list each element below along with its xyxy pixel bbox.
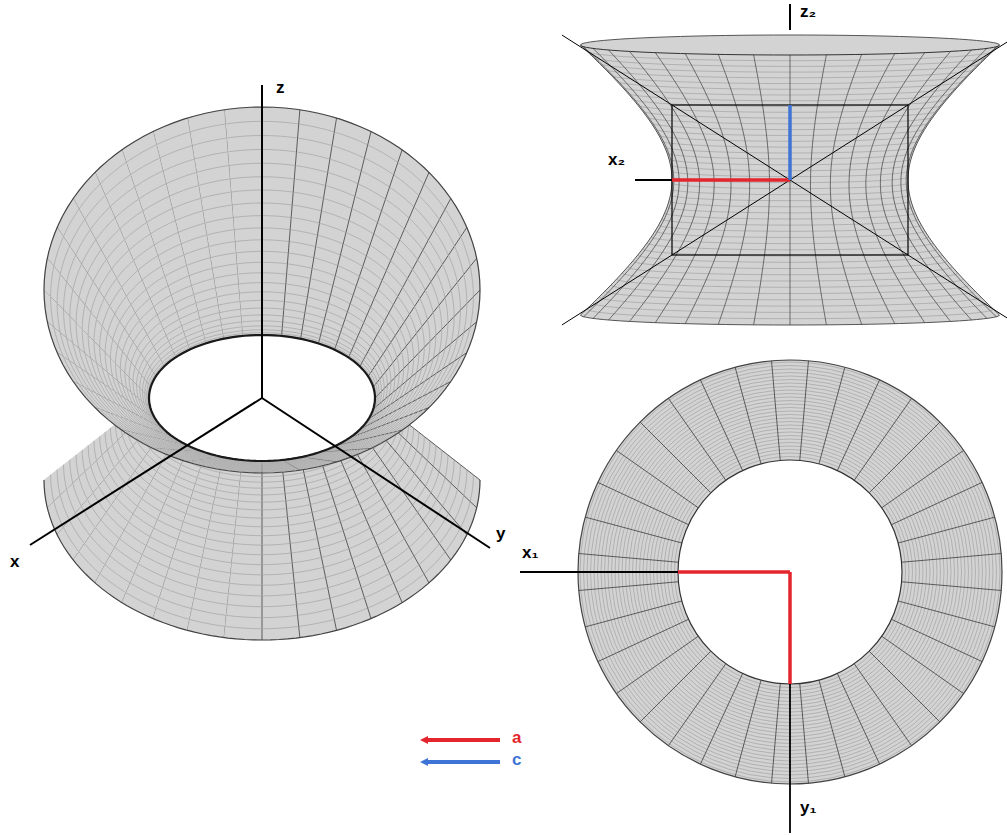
surface-patch (238, 283, 262, 294)
lq (262, 563, 293, 575)
uq (233, 216, 262, 230)
uq (234, 228, 262, 242)
lq (226, 604, 262, 617)
surface-patch (237, 262, 262, 274)
uq (262, 283, 286, 294)
uq (235, 240, 262, 253)
lq (230, 573, 262, 585)
surface-patch (239, 292, 262, 302)
uq (236, 251, 262, 264)
uq (238, 283, 262, 294)
uq (262, 203, 292, 218)
uq (262, 177, 294, 192)
uq (240, 300, 262, 309)
uq (237, 273, 262, 284)
meridian-line (283, 476, 284, 481)
surface-patch (262, 240, 289, 253)
lq (229, 583, 262, 596)
lq (228, 594, 262, 607)
lq (262, 517, 288, 527)
uq (225, 121, 262, 138)
lq (262, 594, 296, 607)
uq (262, 240, 289, 253)
uq (226, 136, 262, 152)
uq (228, 149, 262, 165)
uq (262, 163, 295, 179)
uq (262, 273, 287, 284)
uq (262, 300, 284, 309)
lq (233, 543, 262, 554)
lq (262, 525, 289, 536)
uq (262, 262, 287, 274)
surface-patch (262, 190, 293, 205)
uq (262, 136, 298, 152)
lower-sheet (44, 398, 480, 640)
uq (240, 308, 262, 316)
surface-patch (262, 203, 292, 218)
surface-patch (262, 283, 286, 294)
lq (238, 494, 262, 502)
uq (232, 203, 262, 218)
surface-patch (232, 203, 262, 218)
lq (262, 509, 287, 519)
lq (262, 534, 290, 545)
surface-patch (262, 273, 287, 284)
uq (262, 228, 290, 242)
lq (262, 501, 287, 510)
uq (231, 190, 262, 205)
uq (262, 292, 285, 302)
uq (239, 292, 262, 302)
surface-patch (262, 251, 288, 264)
uq (262, 308, 284, 316)
uq (262, 149, 296, 165)
hyperboloid-3d-view (30, 85, 490, 640)
surface-patch (262, 292, 285, 302)
lq (262, 543, 291, 554)
lq (262, 604, 298, 617)
lq (262, 553, 292, 565)
uq (229, 163, 262, 179)
surface-patch (262, 262, 287, 274)
surface-patch (262, 228, 290, 242)
uq (237, 262, 262, 274)
lq (231, 563, 262, 575)
lq (262, 573, 294, 585)
lq (237, 501, 262, 510)
lq (232, 553, 262, 565)
lq (235, 525, 262, 536)
surface-patch (237, 273, 262, 284)
uq (230, 177, 262, 192)
lq (234, 534, 262, 545)
lq (262, 583, 295, 596)
surface-patch (262, 216, 291, 230)
lq (262, 494, 286, 502)
surface-patch (230, 177, 262, 192)
uq (262, 216, 291, 230)
surface-patch (236, 251, 262, 264)
uq (262, 121, 299, 138)
surface-patch (234, 228, 262, 242)
surface-patch (262, 177, 294, 192)
surface-patch (235, 240, 262, 253)
uq (262, 251, 288, 264)
meridian-line (283, 309, 284, 316)
surface-patch (231, 190, 262, 205)
uq (262, 190, 293, 205)
lq (236, 517, 262, 527)
lq (237, 509, 262, 519)
surface-patch (233, 216, 262, 230)
